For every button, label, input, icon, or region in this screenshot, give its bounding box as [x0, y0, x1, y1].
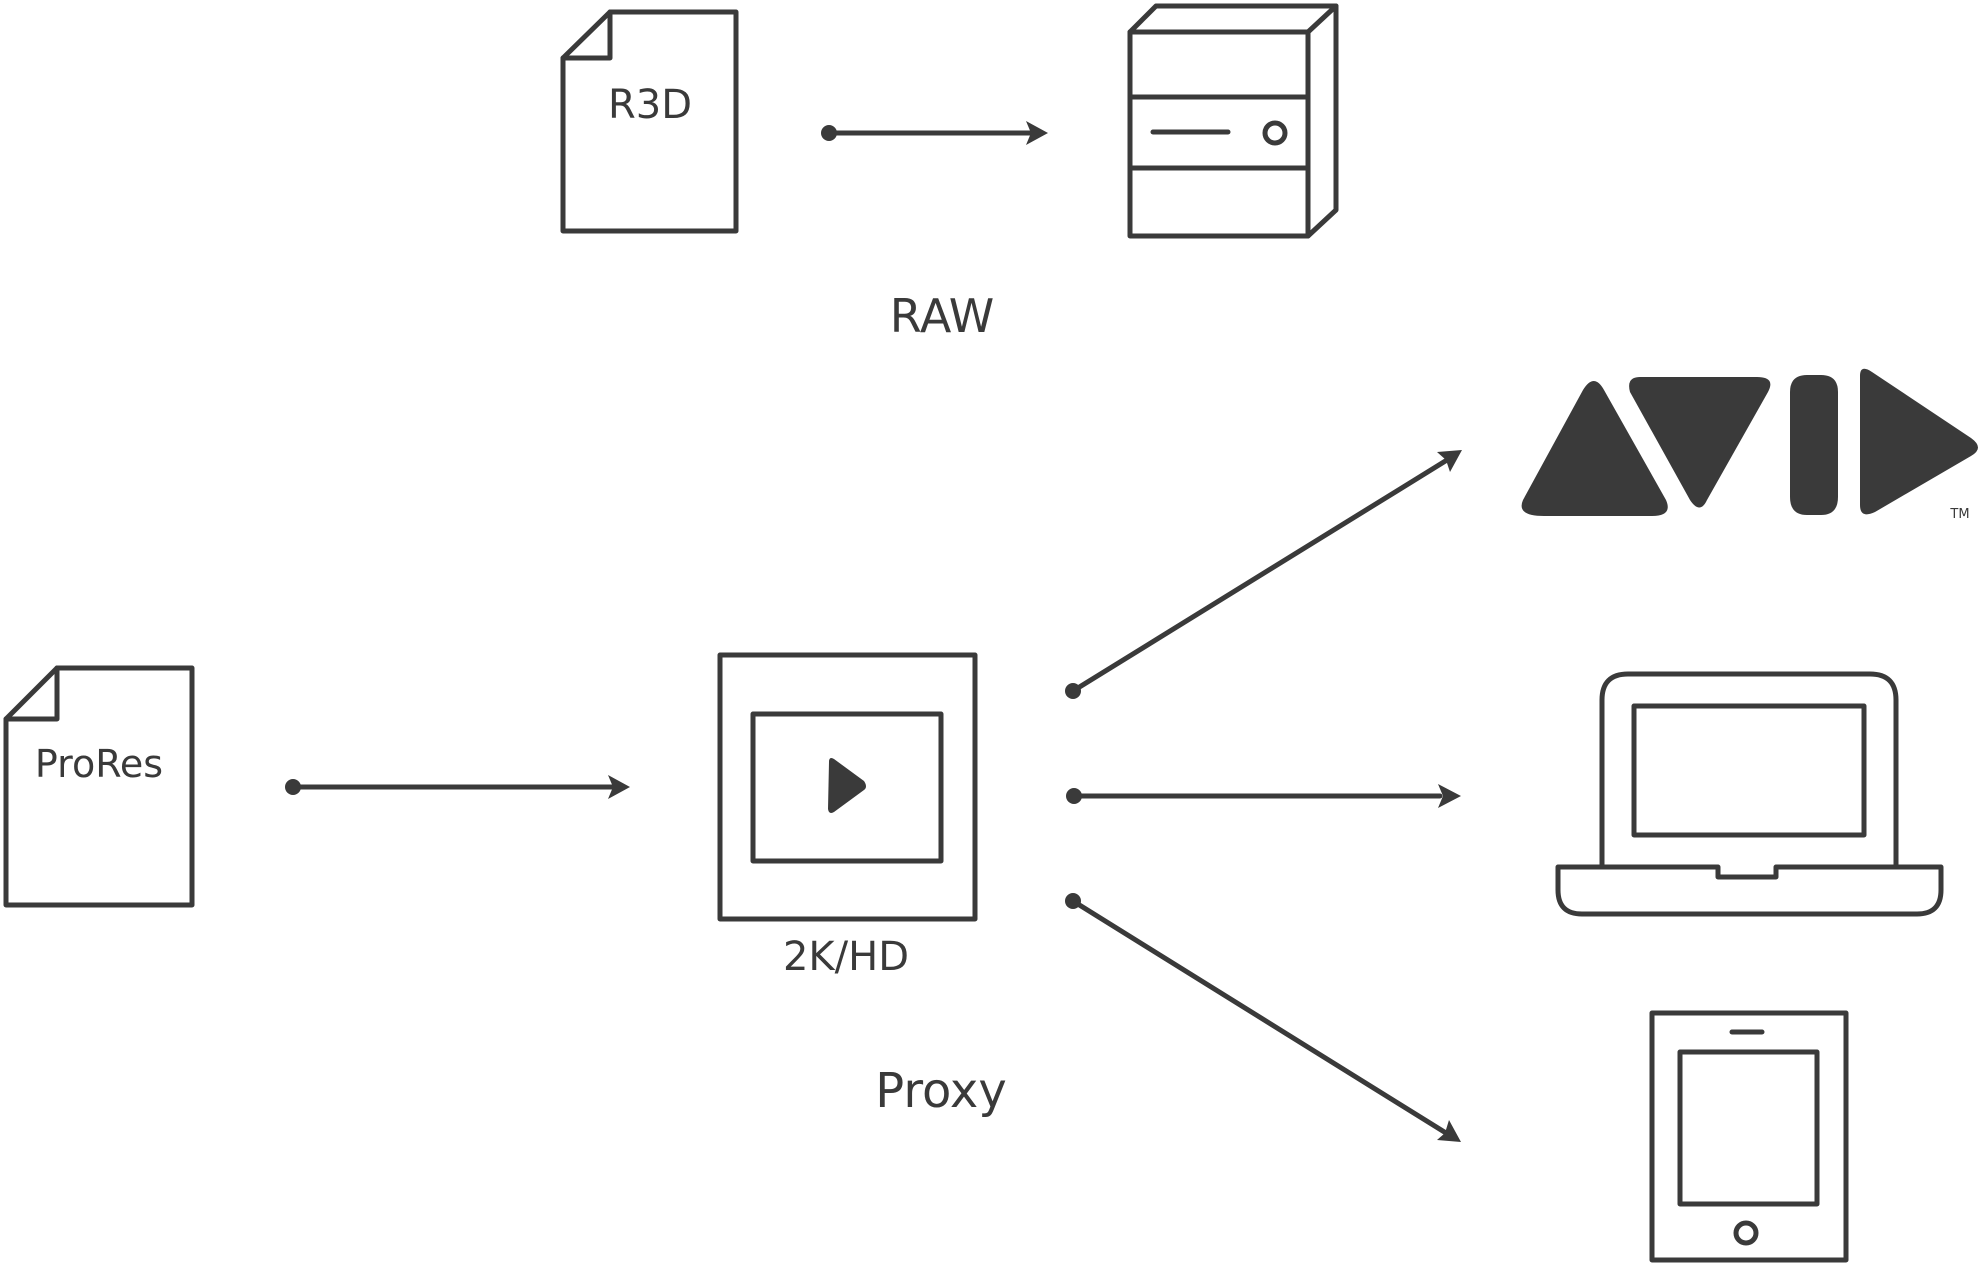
- raw-label: RAW: [890, 289, 995, 343]
- video-player-icon: [717, 652, 978, 922]
- r3d-document-icon: [560, 9, 739, 234]
- arrow-prores-to-video: [285, 775, 630, 799]
- resolution-label: 2K/HD: [783, 934, 909, 980]
- tablet-icon: [1649, 1010, 1849, 1263]
- laptop-icon: [1555, 671, 1944, 917]
- arrow-r3d-to-storage: [821, 121, 1048, 145]
- prores-label: ProRes: [35, 742, 163, 786]
- trademark-mark: TM: [1949, 507, 1969, 522]
- proxy-label: Proxy: [875, 1063, 1006, 1119]
- arrow-video-to-tablet: [1065, 893, 1461, 1142]
- arrow-video-to-laptop: [1066, 784, 1461, 808]
- r3d-label: R3D: [608, 82, 692, 128]
- storage-server-icon: [1127, 3, 1339, 239]
- arrow-video-to-avid: [1065, 450, 1462, 699]
- prores-document-icon: [3, 665, 195, 908]
- avid-logo: [1521, 368, 1978, 516]
